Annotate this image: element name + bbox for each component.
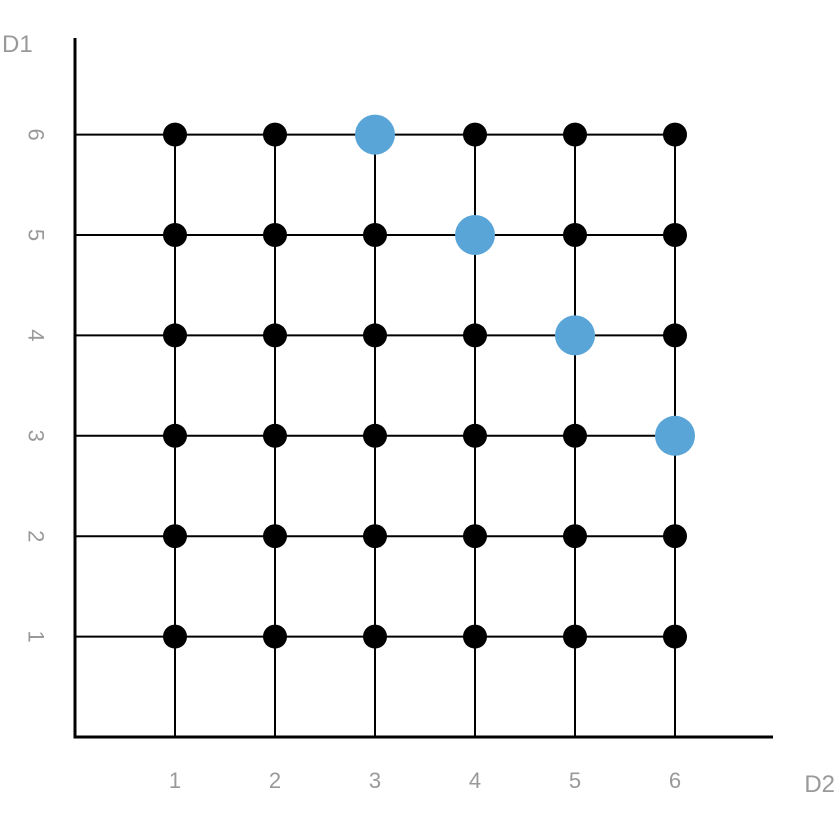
data-point bbox=[463, 323, 487, 348]
data-points bbox=[163, 114, 695, 649]
data-point bbox=[363, 323, 387, 348]
axes bbox=[73, 38, 773, 739]
data-point bbox=[563, 122, 587, 147]
data-point bbox=[563, 624, 587, 649]
x-tick-label: 2 bbox=[269, 768, 281, 793]
x-tick-label: 3 bbox=[369, 768, 381, 793]
data-point bbox=[363, 223, 387, 247]
data-point bbox=[163, 323, 187, 348]
data-point bbox=[363, 624, 387, 649]
data-point bbox=[463, 524, 487, 549]
x-tick-label: 4 bbox=[469, 768, 481, 793]
data-point bbox=[163, 223, 187, 247]
data-point bbox=[263, 524, 287, 549]
data-point bbox=[363, 423, 387, 448]
x-tick-labels: 1 2 3 4 5 6 bbox=[169, 768, 681, 793]
data-point bbox=[663, 323, 687, 348]
data-point bbox=[263, 223, 287, 247]
x-tick-label: 6 bbox=[669, 768, 681, 793]
data-point bbox=[263, 122, 287, 147]
data-point bbox=[663, 223, 687, 247]
data-point bbox=[263, 323, 287, 348]
y-axis-title: D1 bbox=[2, 31, 33, 58]
data-point bbox=[563, 423, 587, 448]
data-point bbox=[163, 122, 187, 147]
y-tick-labels: 1 2 3 4 5 6 bbox=[24, 128, 49, 642]
data-point bbox=[263, 624, 287, 649]
data-point bbox=[663, 122, 687, 147]
data-point bbox=[163, 624, 187, 649]
highlighted-point bbox=[555, 315, 595, 356]
data-point bbox=[663, 624, 687, 649]
highlighted-point bbox=[355, 114, 395, 155]
y-tick-label: 2 bbox=[24, 530, 49, 542]
x-axis-title: D2 bbox=[804, 771, 835, 798]
highlighted-point bbox=[655, 415, 695, 456]
data-point bbox=[363, 524, 387, 549]
y-tick-label: 1 bbox=[24, 630, 49, 642]
y-tick-label: 3 bbox=[24, 430, 49, 442]
x-tick-label: 5 bbox=[569, 768, 581, 793]
y-tick-label: 6 bbox=[24, 128, 49, 140]
x-tick-label: 1 bbox=[169, 768, 181, 793]
data-point bbox=[163, 524, 187, 549]
data-point bbox=[163, 423, 187, 448]
data-point bbox=[663, 524, 687, 549]
y-tick-label: 5 bbox=[24, 229, 49, 241]
data-point bbox=[563, 223, 587, 247]
data-point bbox=[563, 524, 587, 549]
y-tick-label: 4 bbox=[24, 329, 49, 341]
highlighted-point bbox=[455, 215, 495, 255]
data-point bbox=[463, 423, 487, 448]
data-point bbox=[263, 423, 287, 448]
data-point bbox=[463, 122, 487, 147]
data-point bbox=[463, 624, 487, 649]
